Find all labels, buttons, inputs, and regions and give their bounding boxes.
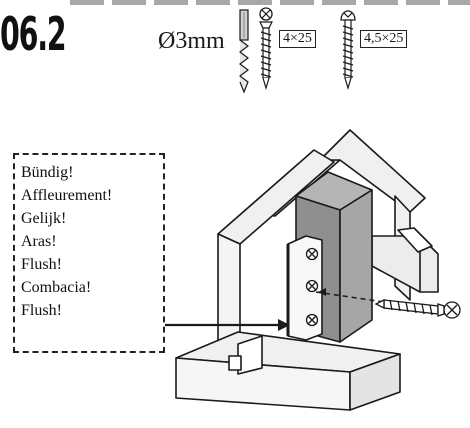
flush-label-de: Bündig! (21, 164, 74, 181)
flush-callout: Bündig! Affleurement! Gelijk! Aras! Flus… (13, 153, 165, 353)
flush-label-fr: Affleurement! (21, 187, 113, 204)
flush-label-en-2: Flush! (21, 302, 62, 319)
header-dash (112, 0, 146, 5)
flush-label-nl: Gelijk! (21, 210, 67, 227)
flush-label-en: Flush! (21, 256, 62, 273)
header-dash (154, 0, 188, 5)
screw-size-label: 4×25 (279, 30, 316, 48)
header-dash (448, 0, 470, 5)
flush-label-it: Combacia! (21, 279, 92, 296)
header-dash (322, 0, 356, 5)
drill-bit-icon (239, 9, 249, 94)
incoming-screw (374, 298, 461, 319)
base-end (349, 353, 401, 411)
header-dash (70, 0, 104, 5)
drill-diameter-label: Ø3mm (158, 28, 225, 54)
cross-head-screw-icon (259, 7, 273, 91)
post-side (339, 189, 373, 343)
header-dash (364, 0, 398, 5)
back-rail-top (319, 129, 426, 213)
flush-label-tr: Aras! (21, 233, 57, 250)
screw-direction-line (315, 291, 385, 303)
header-dash (406, 0, 440, 5)
screw-size-label: 4,5×25 (360, 30, 408, 48)
header-dash (196, 0, 230, 5)
header-dash (238, 0, 272, 5)
round-head-screw-icon (340, 10, 356, 91)
header-dash (280, 0, 314, 5)
